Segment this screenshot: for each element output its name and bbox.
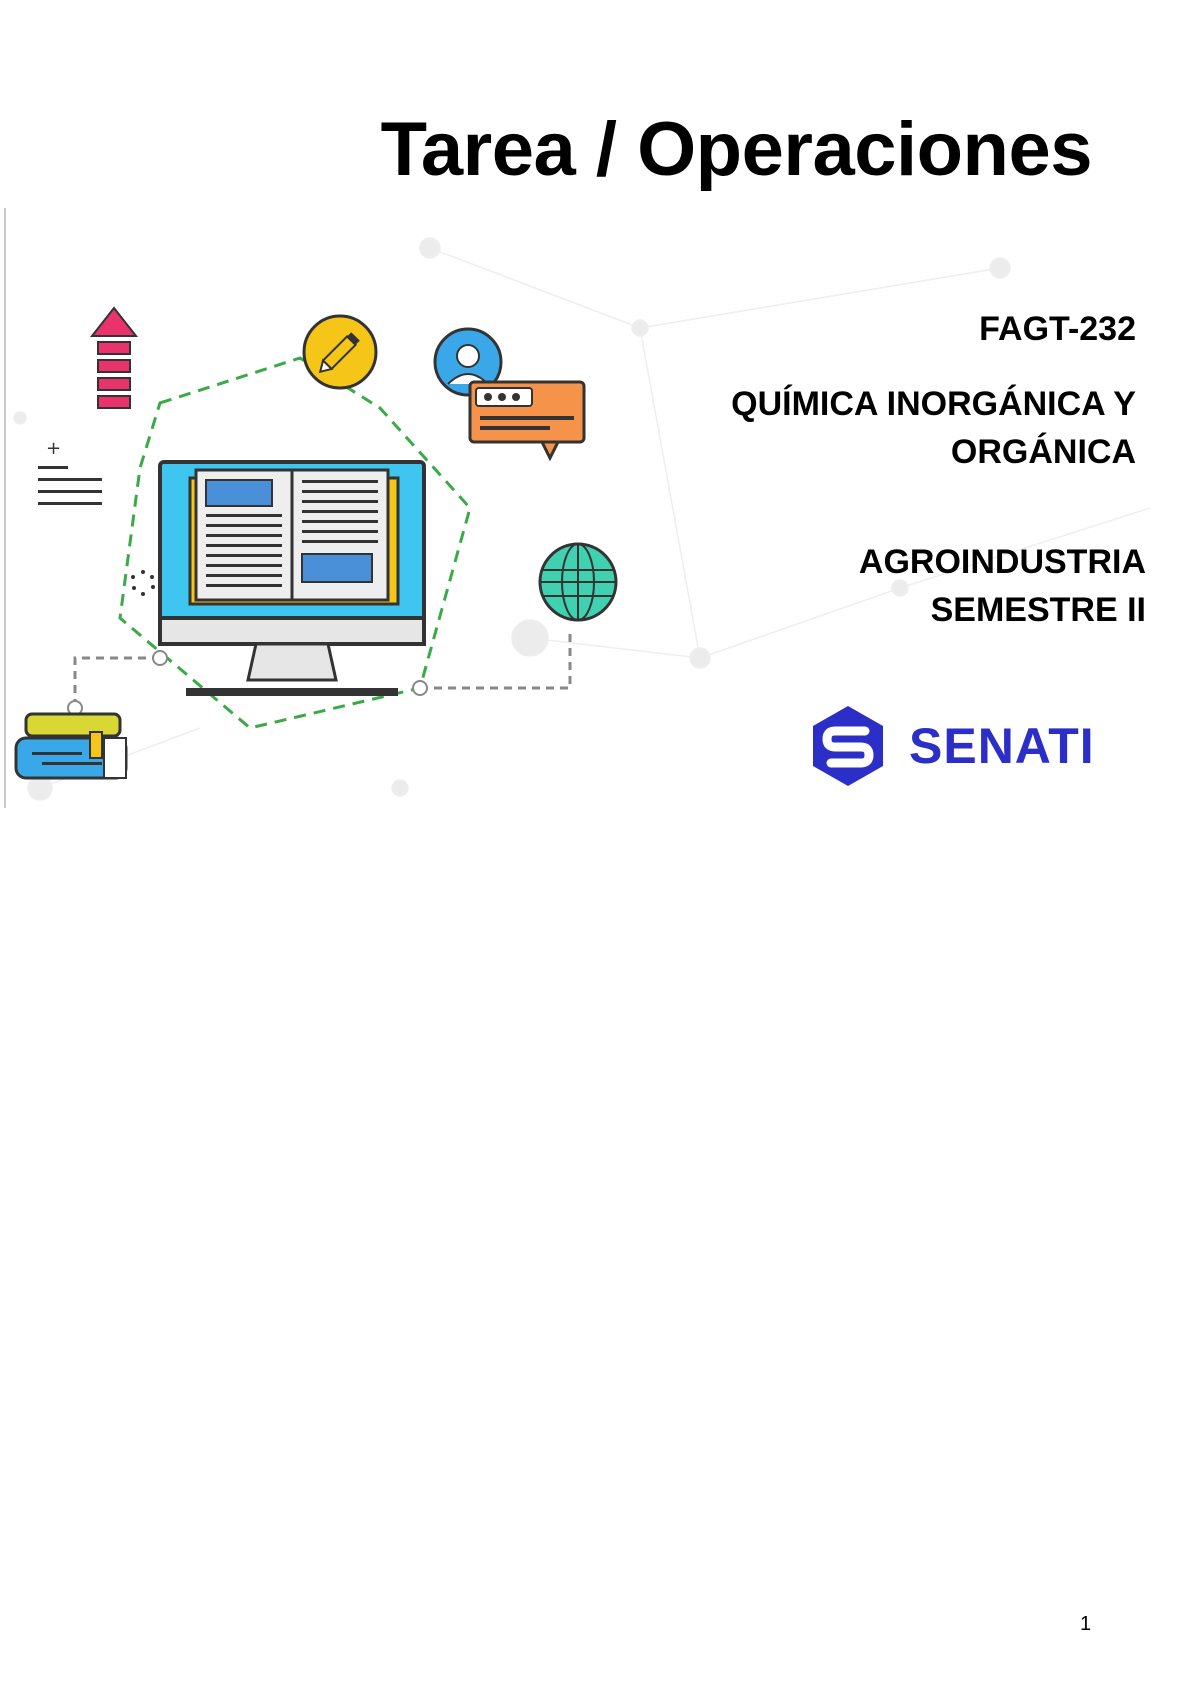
- text-lines-icon: +: [38, 440, 102, 505]
- upload-arrow-icon: [89, 306, 139, 409]
- book-monitor-icon: [158, 460, 426, 696]
- semester: SEMESTRE II: [930, 591, 1146, 629]
- senati-logo: SENATI: [805, 700, 1095, 792]
- page-title: Tarea / Operaciones: [380, 107, 1093, 192]
- program-info: AGROINDUSTRIA SEMESTRE II: [859, 538, 1146, 634]
- course-code: FAGT-232: [979, 310, 1136, 348]
- cover-banner: +: [0, 208, 1200, 808]
- svg-text:+: +: [46, 440, 61, 459]
- books-stack-icon: [14, 712, 128, 780]
- senati-logo-icon: [813, 706, 883, 786]
- user-chat-icon: [433, 327, 586, 462]
- left-divider: [4, 208, 6, 808]
- logo-text: SENATI: [909, 718, 1095, 774]
- page-number: 1: [1080, 1613, 1092, 1635]
- elearning-illustration: [67, 356, 572, 730]
- loading-dots-icon: [131, 570, 155, 596]
- pencil-icon: [302, 314, 378, 390]
- program-name: AGROINDUSTRIA: [858, 543, 1146, 581]
- globe-icon: [538, 542, 618, 622]
- course-name: QUÍMICA INORGÁNICA Y ORGÁNICA: [731, 385, 1136, 471]
- network-background: [13, 237, 1151, 801]
